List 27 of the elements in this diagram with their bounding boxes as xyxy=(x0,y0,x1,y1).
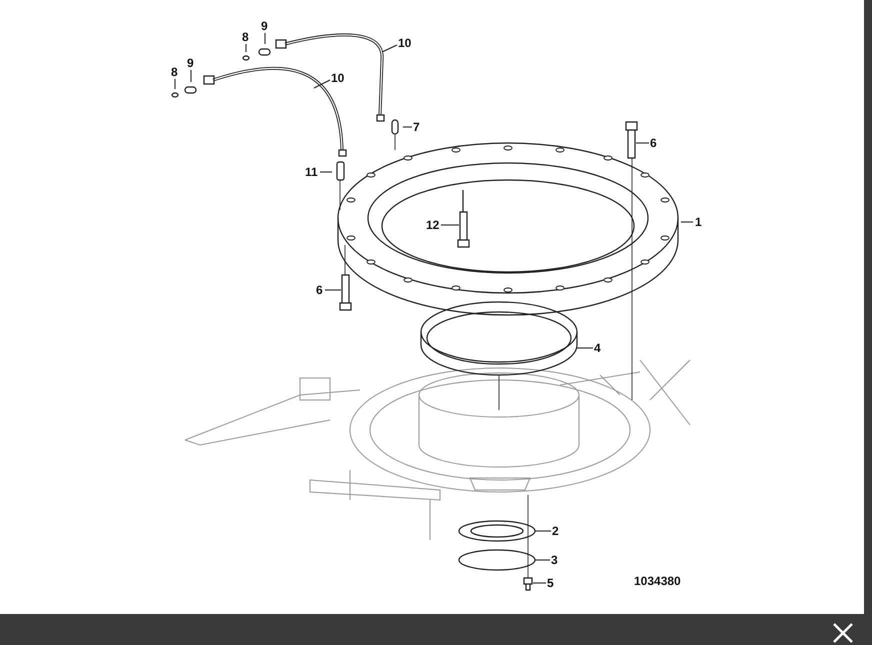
callout-number: 3 xyxy=(551,553,558,567)
leader-line xyxy=(636,142,650,144)
callout-number: 10 xyxy=(331,71,344,85)
leader-line xyxy=(440,224,460,226)
callout-number: 5 xyxy=(547,576,554,590)
callout-number: 2 xyxy=(552,524,559,538)
callout-number: 6 xyxy=(650,136,657,150)
callout-number: 12 xyxy=(426,218,440,232)
leader-line xyxy=(174,78,176,90)
callout-number: 9 xyxy=(187,56,194,70)
leader-line xyxy=(402,126,412,128)
leader-line xyxy=(264,32,266,44)
callout-number: 6 xyxy=(316,283,323,297)
callout-number: 8 xyxy=(242,30,249,44)
callout-number: 7 xyxy=(413,120,420,134)
callout-number: 10 xyxy=(398,36,412,50)
callout-number: 8 xyxy=(171,65,178,79)
callout-number: 11 xyxy=(305,165,318,179)
callout-number: 1 xyxy=(695,215,702,229)
leader-line xyxy=(314,80,330,88)
leader-line xyxy=(382,44,398,52)
leader-line xyxy=(534,530,552,532)
callout-number: 4 xyxy=(594,341,601,355)
callout-number: 9 xyxy=(261,19,268,33)
leader-line xyxy=(532,582,546,584)
leader-line xyxy=(190,70,192,82)
drawing-number: 1034380 xyxy=(634,574,681,588)
